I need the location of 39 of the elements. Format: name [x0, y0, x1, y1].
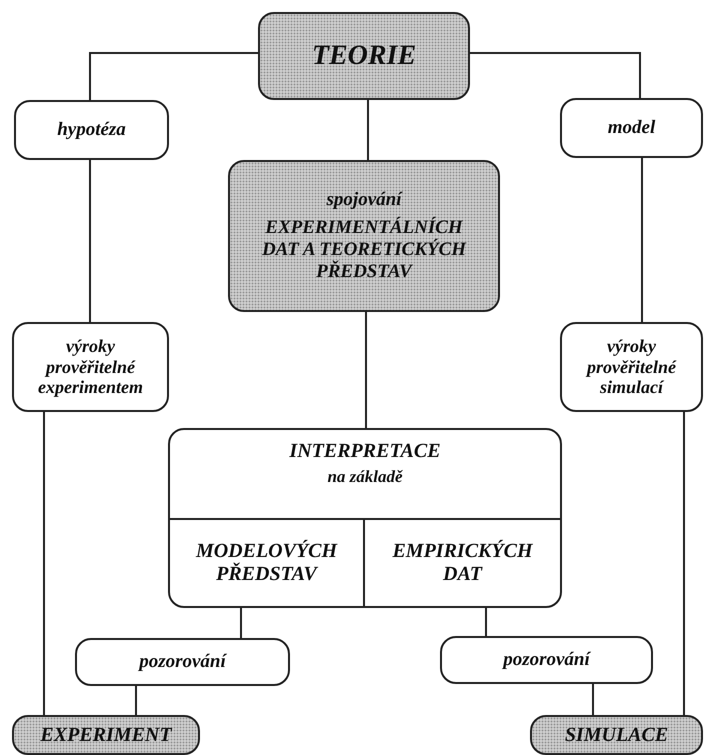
process-box: [560, 98, 703, 158]
table-cell: [170, 518, 365, 606]
connector-line: [592, 684, 594, 715]
process-box: [440, 636, 653, 684]
connector-line: [365, 312, 367, 428]
node-text: výroky prověřitelné experimentem: [37, 336, 144, 398]
process-box: [12, 322, 169, 412]
heading-text: INTERPRETACE: [289, 440, 441, 463]
terminal-box: [12, 715, 200, 755]
node-text: SIMULACE: [564, 724, 668, 746]
process-box: [75, 638, 290, 686]
node-text: EXPERIMENT: [40, 724, 172, 746]
process-box: [14, 100, 169, 160]
node-text: model: [608, 117, 656, 139]
heading-text: spojování: [326, 189, 402, 212]
node-text: výroky prověřitelné simulací: [584, 336, 678, 398]
connector-line: [641, 158, 643, 322]
terminal-box: [530, 715, 703, 755]
process-box: [168, 428, 562, 608]
node-text: hypotéza: [57, 119, 126, 141]
connector-line: [89, 160, 91, 322]
connector-line: [135, 686, 137, 715]
connector-line: [240, 606, 242, 638]
node-text: na základě: [327, 467, 403, 487]
node-text: pozorování: [503, 649, 590, 671]
connector-line: [470, 52, 641, 98]
node-text: EXPERIMENTÁLNÍCH DAT A TEORETICKÝCH PŘEDSTAV: [260, 217, 468, 283]
node-text: pozorování: [139, 651, 226, 673]
connector-line: [485, 606, 487, 636]
connector-line: [367, 100, 369, 160]
node-text: EMPIRICKÝCH DAT: [391, 540, 534, 586]
connector-line: [43, 412, 45, 715]
node-text: TEORIE: [312, 40, 416, 72]
connector-line: [89, 52, 258, 100]
process-box: [560, 322, 703, 412]
theory-box: [258, 12, 470, 100]
node-text: MODELOVÝCH PŘEDSTAV: [194, 540, 338, 586]
process-box: [228, 160, 500, 312]
connector-line: [683, 412, 685, 715]
